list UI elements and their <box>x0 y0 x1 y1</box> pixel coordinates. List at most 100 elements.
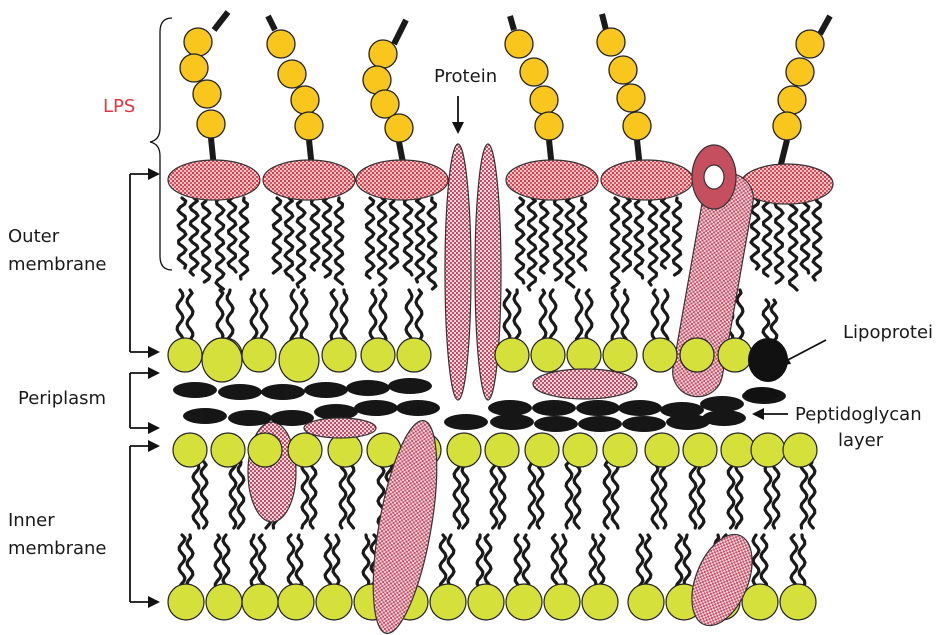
phospholipid-tail <box>261 290 267 345</box>
lipoprotein-icon <box>744 300 788 401</box>
phospholipid-tail <box>201 462 207 528</box>
phospholipid-tail <box>652 290 658 345</box>
phospholipid-tail <box>380 290 386 345</box>
lps-fatty-acid-tail <box>661 198 669 268</box>
lipoprotein-anchor <box>744 387 780 401</box>
lps-fatty-acid-tail <box>775 198 783 283</box>
phospholipid-icon <box>288 433 322 467</box>
lps-fatty-acid-tail <box>404 198 412 275</box>
lps-fatty-acid-tail <box>240 198 248 279</box>
sugar-bead-icon <box>184 28 212 56</box>
phospholipid-icon <box>567 338 601 372</box>
phospholipid-icon <box>242 584 278 620</box>
phospholipid-tail <box>251 535 257 590</box>
lps-fatty-acid-tail <box>763 198 771 276</box>
lps-molecule-icon <box>597 14 651 168</box>
phospholipid-tail <box>652 462 658 528</box>
phospholipid-tail <box>676 535 682 590</box>
phospholipid-tail <box>550 290 556 345</box>
peptidoglycan-unit-icon <box>388 378 432 394</box>
phospholipid-icon <box>783 433 817 467</box>
phospholipid-icon <box>202 338 242 382</box>
phospholipid-tail <box>217 290 223 345</box>
outer-membrane-label-line1: Outer <box>8 226 60 247</box>
phospholipid-tail <box>331 290 337 345</box>
sugar-bead-icon <box>505 30 533 58</box>
lipid-a-core-icon <box>601 160 693 200</box>
phospholipid-tail <box>753 535 759 590</box>
phospholipid-icon <box>430 584 466 620</box>
protein-arrow <box>452 96 464 134</box>
lps-fatty-acid-tail <box>635 198 643 278</box>
phospholipid-tail <box>215 535 221 590</box>
sugar-bead-icon <box>535 112 563 140</box>
phospholipid-icon <box>742 584 778 620</box>
phospholipid-icon <box>168 338 202 372</box>
lps-fatty-acid-tail <box>273 198 281 273</box>
peptidoglycan-unit-icon <box>488 400 532 416</box>
phospholipid-tail <box>612 462 618 528</box>
peptidoglycan-unit-icon <box>578 416 622 432</box>
sugar-bead-icon <box>180 54 208 82</box>
lps-fatty-acid-tail <box>366 198 374 278</box>
peptidoglycan-arrow <box>752 408 788 420</box>
phospholipid-tail <box>288 535 294 590</box>
phospholipid-tail <box>259 535 265 590</box>
phospholipid-icon <box>278 584 314 620</box>
lipid-a-core-icon <box>356 160 448 200</box>
lps-label: LPS <box>103 96 135 117</box>
phospholipid-icon <box>645 433 679 467</box>
phospholipid-tail <box>348 462 354 528</box>
inner-membrane-bracket <box>130 440 160 608</box>
phospholipid-tail <box>660 462 666 528</box>
lipid-a-core-icon <box>741 164 833 204</box>
phospholipid-icon <box>279 338 319 382</box>
sugar-bead-icon <box>193 80 221 108</box>
phospholipid-tail <box>223 535 229 590</box>
phospholipid-tail <box>523 535 529 590</box>
phospholipid-icon <box>751 433 785 467</box>
phospholipid-tail <box>325 535 331 590</box>
lipoprotein-label: Lipoprotei <box>843 322 933 343</box>
sugar-bead-icon <box>385 114 413 142</box>
phospholipid-icon <box>643 338 677 372</box>
phospholipid-tail <box>540 290 546 345</box>
lps-sugar-chains <box>180 12 830 168</box>
phospholipid-tail <box>514 290 520 345</box>
peptidoglycan-unit-icon <box>702 410 746 426</box>
lps-fatty-acid-tail <box>566 198 574 287</box>
phospholipid-tail <box>448 535 454 590</box>
phospholipid-icon <box>506 584 542 620</box>
sugar-bead-icon <box>369 40 397 68</box>
peptidoglycan-unit-icon <box>183 408 227 424</box>
peptidoglycan-unit-icon <box>534 416 578 432</box>
lipoprotein-tail <box>763 300 769 344</box>
lps-molecule-icon <box>363 20 413 168</box>
lps-fatty-acid-tail <box>528 198 536 290</box>
porin-pore-icon <box>704 165 724 189</box>
phospholipid-tail <box>662 290 668 345</box>
phospholipid-tail <box>363 535 369 590</box>
lps-fatty-acid-tail <box>202 198 210 282</box>
phospholipid-tail <box>238 462 244 528</box>
lps-fatty-acid-tail <box>516 198 524 283</box>
peptidoglycan-unit-icon <box>304 382 348 398</box>
phospholipid-icon <box>361 338 395 372</box>
peptidoglycan-label-line2: layer <box>838 430 884 451</box>
peptidoglycan-unit-icon <box>218 384 262 400</box>
phospholipid-tail <box>291 290 297 345</box>
peptidoglycan-unit-icon <box>576 400 620 416</box>
phospholipid-tail <box>485 535 491 590</box>
sugar-bead-icon <box>291 86 319 114</box>
lps-fatty-acid-tail <box>228 198 236 272</box>
periplasm-label: Periplasm <box>18 388 106 409</box>
outer-membrane-bracket <box>130 168 160 358</box>
phospholipid-tail <box>499 462 505 528</box>
inner-membrane-label-line2: membrane <box>8 538 106 559</box>
lps-molecule-icon <box>505 16 563 168</box>
phospholipid-icon <box>447 433 481 467</box>
protein-label: Protein <box>434 66 497 87</box>
phospholipid-icon <box>563 433 597 467</box>
sugar-bead-icon <box>623 112 651 140</box>
